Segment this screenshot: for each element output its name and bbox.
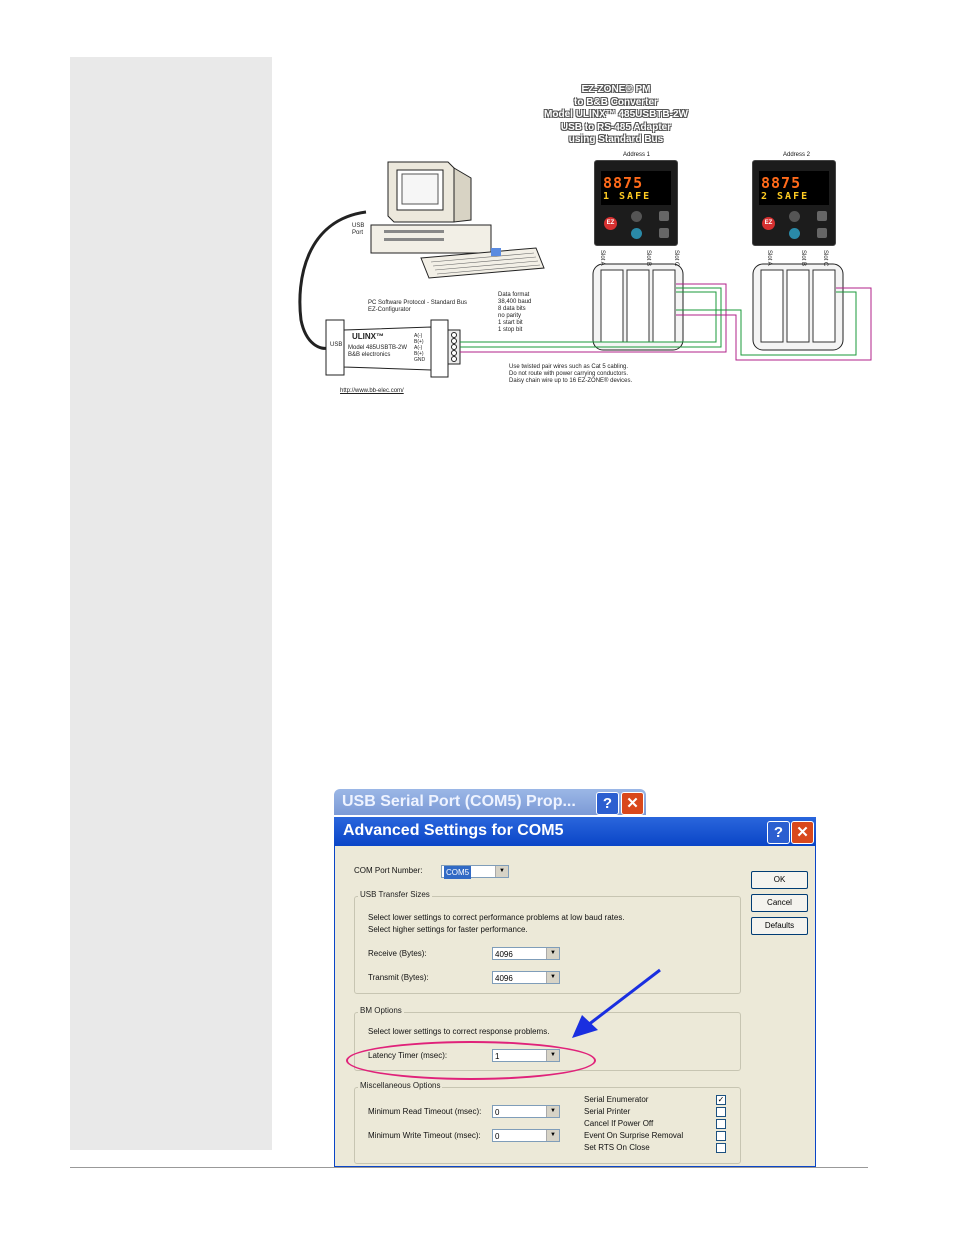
page-sidebar (70, 57, 272, 1150)
option-serial-enumerator-label: Serial Enumerator (584, 1095, 649, 1104)
option-serial-enumerator-checkbox[interactable]: ✓ (716, 1095, 726, 1105)
diagram-wiring-svg (298, 161, 872, 378)
terminal-block-1 (592, 263, 684, 351)
close-icon[interactable]: ✕ (791, 821, 814, 844)
controller-1-bottom-display: 1 SAFE (603, 191, 652, 202)
option-cancel-if-power-off-label: Cancel If Power Off (584, 1119, 654, 1128)
option-set-rts-on-close-checkbox[interactable] (716, 1143, 726, 1153)
misc-options-group (354, 1087, 741, 1164)
receive-label: Receive (Bytes): (368, 949, 427, 958)
help-icon[interactable]: ? (596, 792, 619, 815)
diagram-title-line: USB to RS-485 Adapter (560, 121, 672, 133)
diagram-title: EZ-ZONE® PM to B&B Converter Model ULINX… (526, 84, 706, 147)
infinity-key-icon (789, 211, 800, 222)
slot-a-label-1: Slot A (599, 250, 605, 266)
usb-side-label: USB (330, 342, 343, 348)
transmit-value: 4096 (495, 974, 513, 983)
chevron-down-icon: ▼ (546, 972, 559, 983)
controller-2-top-display: 8875 (761, 174, 802, 192)
usb-transfer-group-title: USB Transfer Sizes (358, 890, 432, 899)
chevron-down-icon: ▼ (546, 1106, 559, 1117)
com-port-label: COM Port Number: (354, 866, 423, 875)
min-write-timeout-value: 0 (495, 1132, 500, 1141)
option-event-on-surprise-removal-checkbox[interactable] (716, 1131, 726, 1141)
usb-transfer-hint: Select lower settings to correct perform… (368, 913, 625, 934)
cancel-button[interactable]: Cancel (751, 894, 808, 912)
ez-key-icon: EZ (762, 217, 775, 230)
dialog-titlebar: Advanced Settings for COM5 ? ✕ (334, 817, 816, 846)
footer-rule (70, 1167, 868, 1168)
bm-options-group-title: BM Options (358, 1006, 404, 1015)
option-set-rts-on-close-label: Set RTS On Close (584, 1143, 650, 1152)
usb-port-label: USB Port (352, 223, 365, 236)
slot-b-label-2: Slot B (800, 250, 806, 267)
diagram-title-line: using Standard Bus (568, 134, 664, 145)
option-cancel-if-power-off-checkbox[interactable] (716, 1119, 726, 1129)
background-window-title: USB Serial Port (COM5) Prop... (342, 793, 576, 810)
defaults-button[interactable]: Defaults (751, 917, 808, 935)
close-icon[interactable]: ✕ (621, 792, 644, 815)
wiring-note: Use twisted pair wires such as Cat 5 cab… (509, 364, 633, 384)
power-key-icon (631, 228, 642, 239)
power-key-icon (789, 228, 800, 239)
misc-options-group-title: Miscellaneous Options (358, 1081, 443, 1090)
computer-icon (370, 161, 545, 279)
wiring-diagram: EZ-ZONE® PM to B&B Converter Model ULINX… (296, 80, 876, 400)
up-key-icon (659, 211, 669, 221)
up-key-icon (817, 211, 827, 221)
controller-1-address: Address 1 (623, 152, 651, 158)
ok-button[interactable]: OK (751, 871, 808, 889)
controller-2-address: Address 2 (783, 152, 811, 158)
controller-1-top-display: 8875 (603, 174, 644, 192)
pc-software-label: PC Software Protocol - Standard Bus EZ-C… (368, 300, 468, 313)
help-icon[interactable]: ? (767, 821, 790, 844)
converter-pins: A(-) B(+) A(-) B(+) GND (414, 333, 426, 363)
ez-key-icon: EZ (604, 217, 617, 230)
vendor-url-link[interactable]: http://www.bb-elec.com/ (340, 388, 404, 394)
controller-2-bottom-display: 2 SAFE (761, 191, 810, 202)
slot-c-label-1: Slot C (673, 250, 679, 267)
receive-select[interactable]: 4096 ▼ (492, 947, 560, 960)
diagram-title-line: Model ULINX™ 485USBTB-2W (544, 109, 688, 120)
slot-c-label-2: Slot C (822, 250, 828, 267)
down-key-icon (817, 228, 827, 238)
option-serial-printer-checkbox[interactable] (716, 1107, 726, 1117)
slot-b-label-1: Slot B (645, 250, 651, 267)
controller-2: 8875 2 SAFE EZ (752, 160, 836, 246)
infinity-key-icon (631, 211, 642, 222)
diagram-title-line: to B&B Converter (574, 96, 658, 108)
slot-a-label-2: Slot A (766, 250, 772, 266)
background-window-titlebar: USB Serial Port (COM5) Prop... ? ✕ (334, 789, 646, 815)
controller-1: 8875 1 SAFE EZ (594, 160, 678, 246)
com-port-select[interactable]: COM5 ▼ (441, 865, 509, 879)
min-write-timeout-label: Minimum Write Timeout (msec): (368, 1131, 481, 1140)
down-key-icon (659, 228, 669, 238)
receive-value: 4096 (495, 950, 513, 959)
terminal-block-2 (752, 263, 844, 351)
chevron-down-icon: ▼ (546, 1130, 559, 1141)
data-format-label: Data format 38,400 baud 8 data bits no p… (498, 292, 532, 333)
transmit-select[interactable]: 4096 ▼ (492, 971, 560, 984)
dialog-title: Advanced Settings for COM5 (343, 822, 564, 839)
min-read-timeout-select[interactable]: 0 ▼ (492, 1105, 560, 1118)
blue-arrow-icon (572, 968, 661, 1038)
min-read-timeout-value: 0 (495, 1108, 500, 1117)
usb-transfer-group (354, 896, 741, 994)
option-event-on-surprise-removal-label: Event On Surprise Removal (584, 1131, 684, 1140)
transmit-label: Transmit (Bytes): (368, 973, 429, 982)
chevron-down-icon: ▼ (546, 948, 559, 959)
option-serial-printer-label: Serial Printer (584, 1107, 631, 1116)
converter-model: Model 485USBTB-2W B&B electronics (348, 345, 408, 358)
diagram-title-line: EZ-ZONE® PM (581, 84, 651, 95)
com-port-value: COM5 (444, 866, 472, 879)
latency-highlight-oval (346, 1041, 596, 1080)
min-read-timeout-label: Minimum Read Timeout (msec): (368, 1107, 482, 1116)
chevron-down-icon: ▼ (495, 866, 508, 877)
converter-brand: ULINX™ (352, 332, 384, 341)
converter-box (325, 319, 461, 378)
min-write-timeout-select[interactable]: 0 ▼ (492, 1129, 560, 1142)
bm-options-hint: Select lower settings to correct respons… (368, 1027, 550, 1036)
